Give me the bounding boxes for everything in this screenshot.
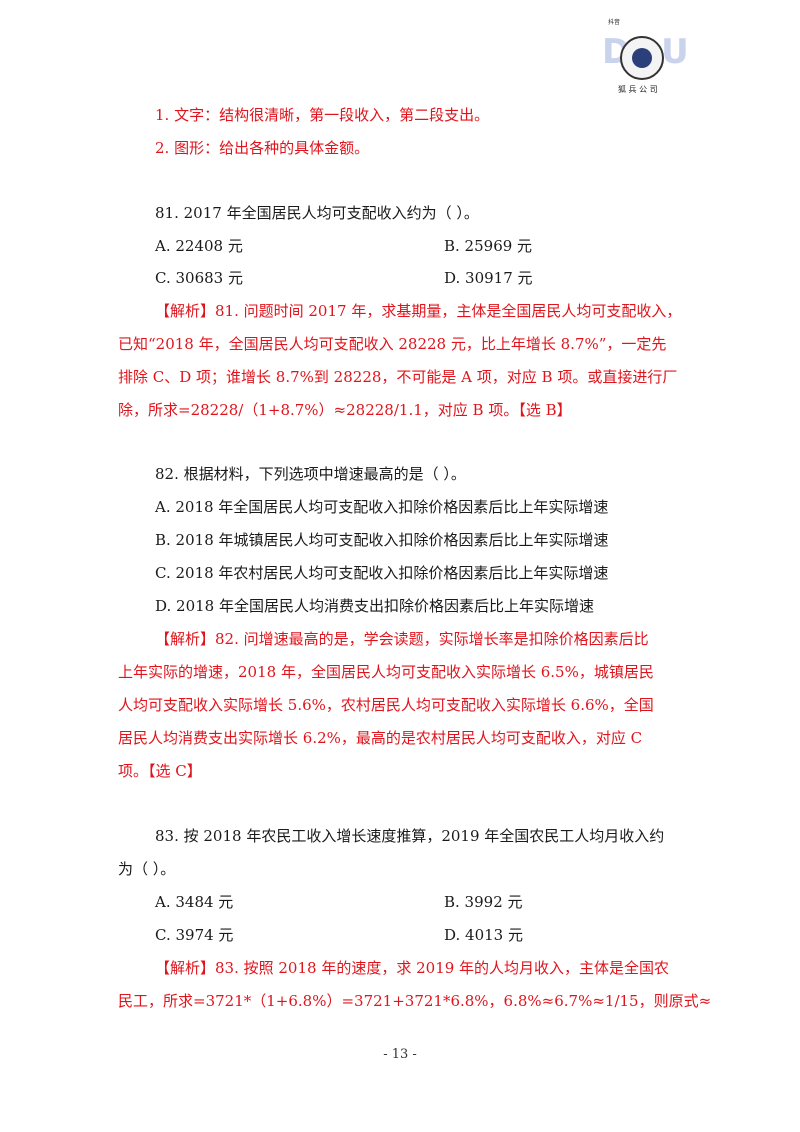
q82-option-a: A. 2018 年全国居民人均可支配收入扣除价格因素后比上年实际增速: [155, 498, 609, 516]
q81-analysis-line: 除，所求=28228/（1+8.7%）≈28228/1.1，对应 B 项。【选 …: [118, 401, 572, 419]
q81-analysis-line: 排除 C、D 项；谁增长 8.7%到 28228，不可能是 A 项，对应 B 项…: [118, 368, 678, 386]
q82-analysis-line: 【解析】82. 问增速最高的是，学会读题，实际增长率是扣除价格因素后比: [155, 630, 649, 648]
q83-stem-line-2: 为（ ）。: [118, 860, 176, 878]
q82-analysis-line: 上年实际的增速，2018 年，全国居民人均可支配收入实际增长 6.5%，城镇居民: [118, 663, 654, 681]
page-number: - 13 -: [383, 1047, 417, 1062]
q83-option-d: D. 4013 元: [444, 926, 523, 944]
logo-seal-icon: [620, 36, 664, 80]
q83-analysis-line: 【解析】83. 按照 2018 年的速度，求 2019 年的人均月收入，主体是全…: [155, 959, 670, 977]
q82-analysis-line: 项。【选 C】: [118, 762, 202, 780]
q82-analysis-line: 居民人均消费支出实际增长 6.2%，最高的是农村居民人均可支配收入，对应 C: [118, 729, 643, 747]
logo-caption: 狐 兵 公 司: [618, 85, 658, 94]
q82-option-b: B. 2018 年城镇居民人均可支配收入扣除价格因素后比上年实际增速: [155, 531, 609, 549]
q82-option-c: C. 2018 年农村居民人均可支配收入扣除价格因素后比上年实际增速: [155, 564, 609, 582]
q82-option-d: D. 2018 年全国居民人均消费支出扣除价格因素后比上年实际增速: [155, 597, 594, 615]
q82-analysis-line: 人均可支配收入实际增长 5.6%，农村居民人均可支配收入实际增长 6.6%，全国: [118, 696, 654, 714]
q81-analysis-line: 已知“2018 年，全国居民人均可支配收入 28228 元，比上年增长 8.7%…: [118, 335, 667, 353]
q81-stem: 81. 2017 年全国居民人均可支配收入约为（ ）。: [155, 204, 479, 222]
logo-brand: 抖音: [608, 19, 621, 26]
dou-logo: 抖音 DOU 狐 兵 公 司: [600, 14, 689, 94]
q83-analysis-line: 民工，所求=3721*（1+6.8%）=3721+3721*6.8%，6.8%≈…: [118, 992, 712, 1010]
q81-option-b: B. 25969 元: [444, 237, 533, 255]
q83-stem-line-1: 83. 按 2018 年农民工收入增长速度推算，2019 年全国农民工人均月收入…: [155, 827, 665, 845]
q81-option-d: D. 30917 元: [444, 269, 533, 287]
q83-option-a: A. 3484 元: [155, 893, 234, 911]
q83-option-b: B. 3992 元: [444, 893, 523, 911]
q83-option-c: C. 3974 元: [155, 926, 234, 944]
q81-option-c: C. 30683 元: [155, 269, 243, 287]
intro-line-2: 2. 图形：给出各种的具体金额。: [155, 139, 370, 157]
q82-stem: 82. 根据材料，下列选项中增速最高的是（ ）。: [155, 465, 466, 483]
logo-seal-center: [632, 48, 652, 68]
q81-option-a: A. 22408 元: [155, 237, 243, 255]
intro-line-1: 1. 文字：结构很清晰，第一段收入，第二段支出。: [155, 106, 490, 124]
q81-analysis-line: 【解析】81. 问题时间 2017 年，求基期量，主体是全国居民人均可支配收入，: [155, 302, 682, 320]
